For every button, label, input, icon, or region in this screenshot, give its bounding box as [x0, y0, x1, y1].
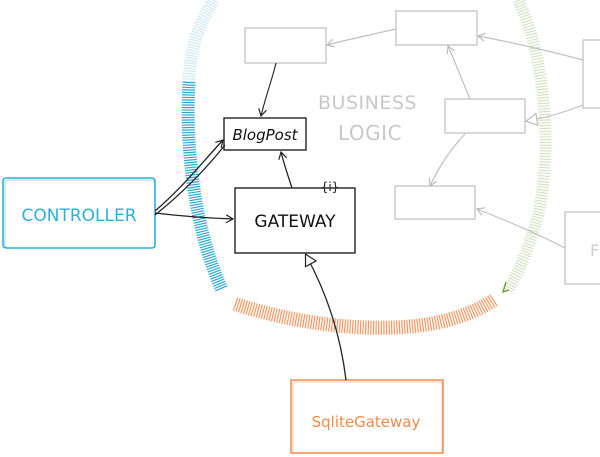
sqlite-gateway-node[interactable]: SqliteGateway — [290, 379, 444, 454]
orange-boundary-band — [232, 294, 498, 335]
faded-arrow-middle-to-lower — [428, 133, 466, 188]
blogpost-label: BlogPost — [232, 126, 298, 144]
business-logic-boundary — [181, 0, 552, 335]
blogpost-box — [223, 117, 307, 151]
faded-arrow-edge-to-topright — [476, 32, 584, 61]
gateway-box — [234, 187, 356, 254]
faded-connectors — [325, 28, 584, 249]
business-logic-line-2: LOGIC — [338, 121, 402, 145]
green-boundary-tail — [501, 281, 510, 294]
faded-arrow-bottomright-to-lower — [475, 207, 566, 249]
faded-arrow-topright-to-topleft — [325, 28, 397, 48]
faded-arrow-middle-to-topright — [446, 44, 471, 100]
blue-boundary-band-faded — [182, 0, 220, 83]
faded-box-lower — [394, 185, 476, 220]
controller-label: CONTROLLER — [21, 206, 136, 226]
controller-node[interactable]: CONTROLLER — [2, 177, 156, 249]
faded-business-entities — [244, 10, 600, 285]
cut-off-label: F — [590, 241, 599, 260]
gateway-node[interactable]: GATEWAY {i} — [234, 180, 356, 254]
faded-box-right-edge — [582, 39, 600, 109]
green-boundary-band — [502, 0, 552, 294]
arrow-controller-to-gateway — [154, 212, 235, 224]
business-logic-line-1: BUSINESS — [318, 92, 417, 114]
gateway-label: GATEWAY — [254, 212, 336, 232]
blue-boundary-band — [181, 81, 228, 293]
faded-box-top-left — [244, 27, 327, 64]
arrow-sqlite-implements-gateway — [306, 255, 347, 381]
arrow-gateway-to-blogpost — [278, 150, 293, 189]
faded-box-top-right — [395, 10, 478, 46]
arrow-controller-to-blogpost-b — [154, 144, 226, 216]
arrow-topleft-to-blogpost — [258, 62, 277, 118]
sqlite-gateway-label: SqliteGateway — [312, 413, 421, 431]
interface-marker: {i} — [321, 180, 340, 194]
faded-arrow-edge-to-middle — [527, 104, 584, 121]
faded-box-middle-right — [444, 98, 526, 134]
business-logic-label: BUSINESS LOGIC — [318, 92, 417, 145]
blogpost-node[interactable]: BlogPost — [223, 117, 307, 151]
connectors — [154, 62, 347, 381]
sqlite-gateway-box — [290, 379, 444, 454]
arrow-controller-to-blogpost-a — [154, 139, 224, 212]
